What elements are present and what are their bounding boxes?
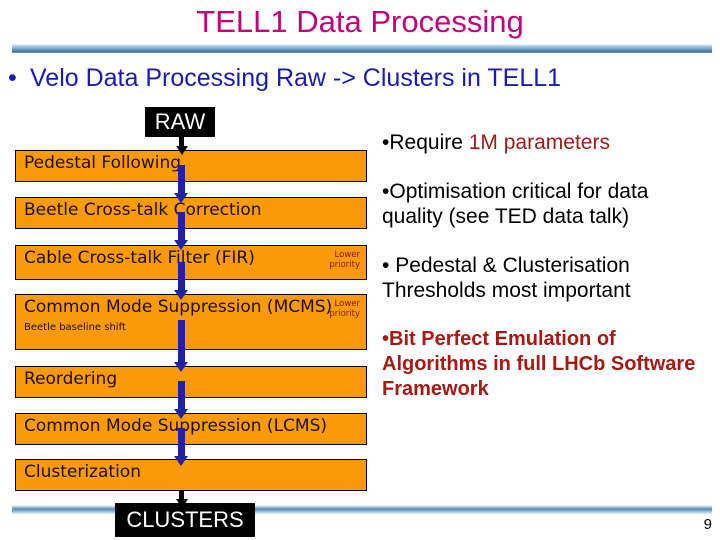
processing-flowchart: RAW Pedestal Following Beetle Cross-talk… [15,107,367,537]
subtitle-text: Velo Data Processing Raw -> Clusters in … [30,64,562,92]
stage-priority-note: Lower priority [329,250,360,270]
note-bullet-optimisation: •Optimisation critical for data quality … [382,179,712,229]
note-bullet-thresholds: • Pedestal & Clusterisation Thresholds m… [382,253,712,303]
subtitle-bullet-icon: • [8,64,17,92]
title-divider-bar [12,44,712,53]
note-lead-text: Pedestal & Clusterisation Thresholds mos… [382,254,631,302]
connector-stage-3-to-4 [174,262,188,300]
bullet-dot-icon: • [382,328,390,350]
connector-stage-2-to-3 [174,212,188,250]
connector-stage-6-to-7 [174,428,188,466]
stage-label: Common Mode Suppression (MCMS) [24,297,333,317]
flow-input-raw: RAW [145,107,215,137]
stage-box-cable-cross-talk-filter[interactable]: Cable Cross-talk Filter (FIR) Lower prio… [15,245,367,280]
stage-sublabel: Beetle baseline shift [24,322,126,333]
connector-stage-1-to-2 [174,165,188,203]
flow-output-clusters: CLUSTERS [115,503,255,537]
note-bullet-require-parameters: •Require 1M parameters [382,130,712,155]
stage-box-beetle-cross-talk-correction[interactable]: Beetle Cross-talk Correction [15,197,367,229]
stage-box-reordering[interactable]: Reordering [15,366,367,398]
note-lead-text: Optimisation critical for data quality (… [382,180,649,228]
note-bullet-bit-perfect-emulation: •Bit Perfect Emulation of Algorithms in … [382,327,712,402]
stage-box-pedestal-following[interactable]: Pedestal Following [15,150,367,182]
notes-column: •Require 1M parameters •Optimisation cri… [382,130,712,426]
stage-box-common-mode-suppression-lcms[interactable]: Common Mode Suppression (LCMS) [15,413,367,445]
stage-label: Clusterization [24,462,141,482]
stage-box-common-mode-suppression-mcms[interactable]: Common Mode Suppression (MCMS) Beetle ba… [15,294,367,350]
stage-label: Beetle Cross-talk Correction [24,200,262,220]
subtitle-line: • Velo Data Processing Raw -> Clusters in… [8,64,720,93]
stage-label: Pedestal Following [24,153,182,173]
note-lead-text: Bit Perfect Emulation of Algorithms in f… [382,328,696,400]
stage-label: Common Mode Suppression (LCMS) [24,416,327,436]
bullet-dot-icon: • [382,254,390,277]
note-lead-text: Require [389,131,469,154]
stage-label: Reordering [24,369,118,389]
stage-box-clusterization[interactable]: Clusterization [15,459,367,491]
connector-stage-7-to-clusters [175,491,188,508]
footer-divider-bar [12,505,712,514]
note-highlight-text: 1M parameters [468,131,610,154]
connector-raw-to-stage-1 [175,137,188,155]
connector-stage-4-to-5 [174,320,188,372]
page-title: TELL1 Data Processing [196,4,524,39]
bullet-dot-icon: • [382,180,390,203]
stage-priority-note: Lower priority [329,299,360,319]
connector-stage-5-to-6 [174,381,188,419]
page-number: 9 [703,516,712,533]
stage-label: Cable Cross-talk Filter (FIR) [24,248,255,268]
bullet-dot-icon: • [382,131,390,154]
